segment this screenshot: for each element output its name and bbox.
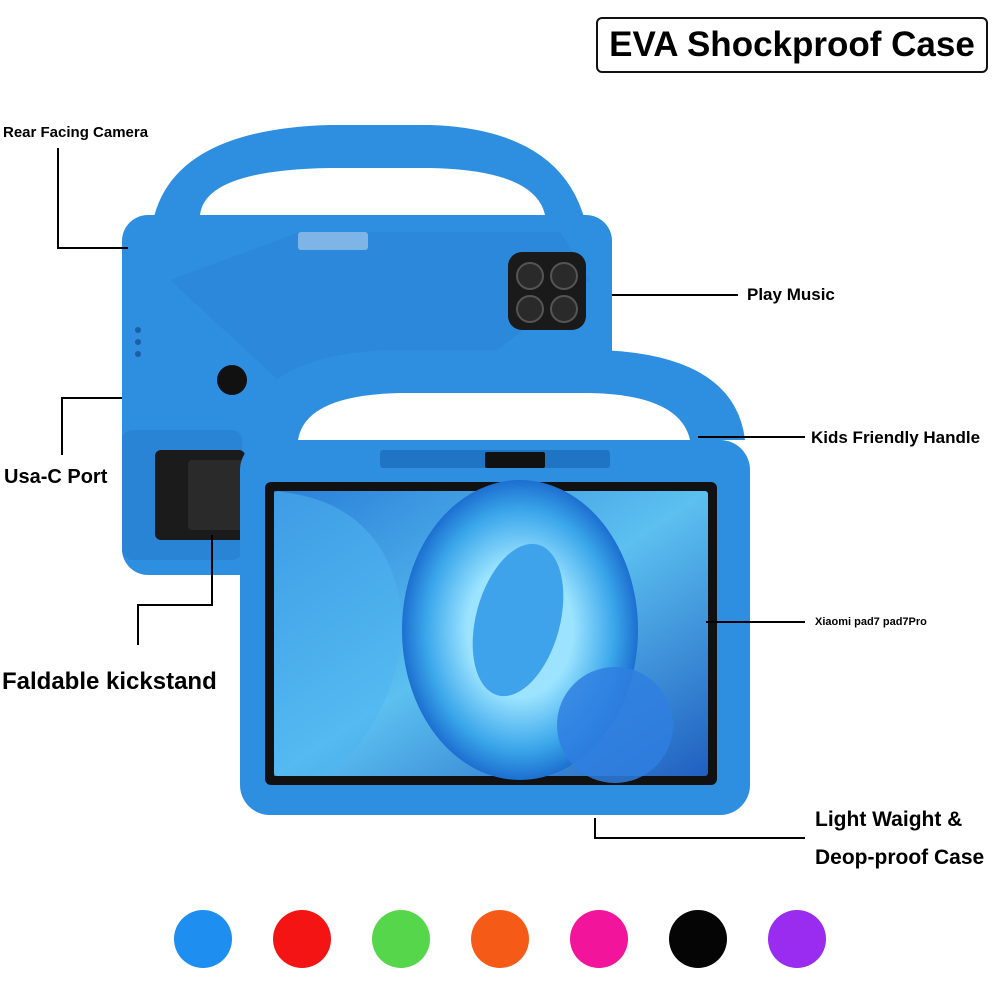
label-light-weight-2: Deop-proof Case xyxy=(815,846,985,869)
line-usb-port xyxy=(61,397,122,455)
label-model: Xiaomi pad7 pad7Pro xyxy=(815,616,927,628)
label-handle: Kids Friendly Handle xyxy=(811,428,981,447)
front-case xyxy=(240,350,750,815)
color-swatch-blue[interactable] xyxy=(174,910,232,968)
label-rear-camera: Rear Facing Camera xyxy=(3,124,149,141)
kickstand xyxy=(122,430,248,560)
label-usb-port: Usa-C Port xyxy=(4,466,108,488)
label-kickstand: Faldable kickstand xyxy=(2,668,217,695)
line-light-weight xyxy=(594,818,805,839)
color-swatch-green[interactable] xyxy=(372,910,430,968)
color-swatch-orange[interactable] xyxy=(471,910,529,968)
callout-lines xyxy=(57,148,805,839)
label-light-weight-1: Light Waight & xyxy=(815,808,963,831)
line-kickstand xyxy=(137,535,213,645)
color-swatch-red[interactable] xyxy=(273,910,331,968)
color-swatch-black[interactable] xyxy=(669,910,727,968)
color-swatch-purple[interactable] xyxy=(768,910,826,968)
page-title: EVA Shockproof Case xyxy=(596,17,988,73)
label-play-music: Play Music xyxy=(747,285,835,304)
back-handle-hole xyxy=(200,168,545,215)
line-rear-camera xyxy=(57,148,128,249)
color-swatch-pink[interactable] xyxy=(570,910,628,968)
rear-camera-module xyxy=(508,252,586,330)
back-logo-dot xyxy=(217,365,247,395)
front-handle-hole xyxy=(298,393,690,440)
